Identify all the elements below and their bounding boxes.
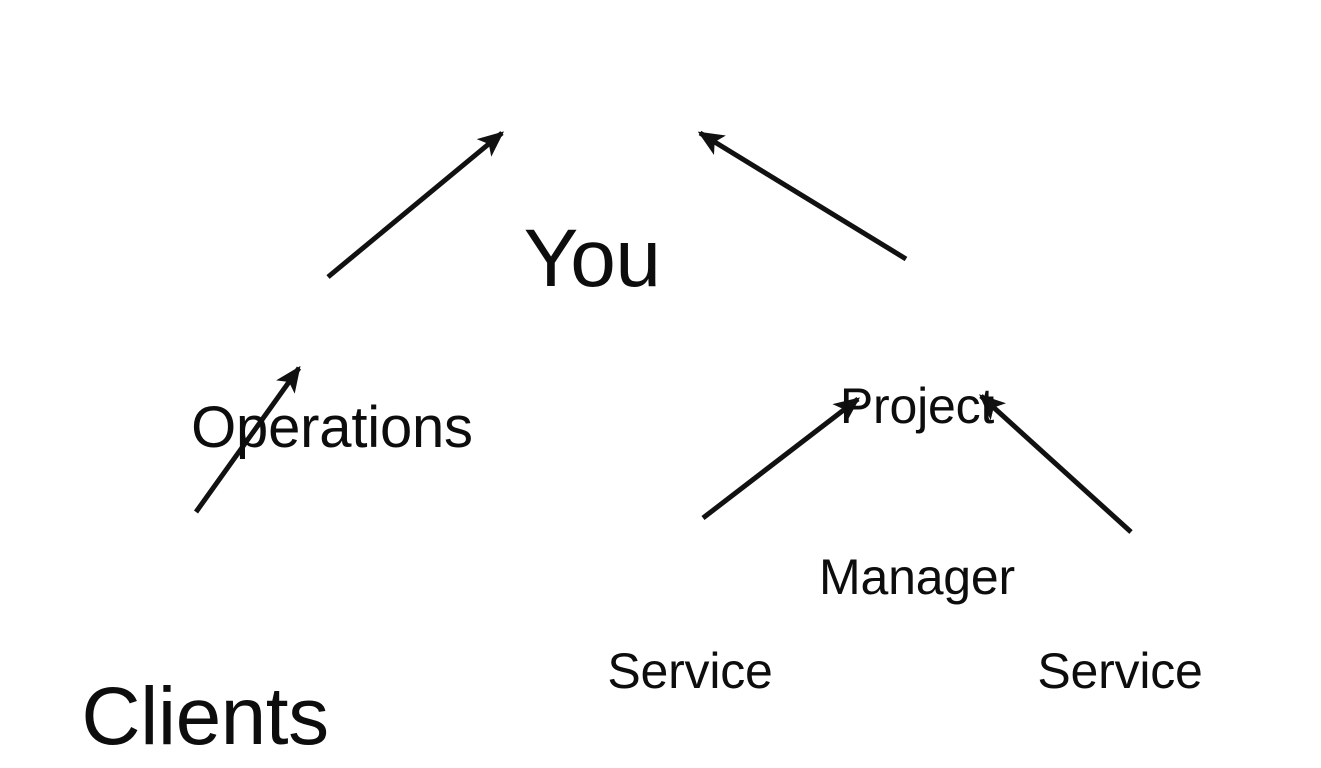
- node-you-label: You: [523, 213, 661, 304]
- node-clients[interactable]: Clients: [81, 512, 329, 768]
- node-you[interactable]: You: [524, 54, 661, 464]
- node-project-manager-label-line1: Project: [839, 378, 995, 434]
- edge-operations-to-you: [326, 131, 505, 279]
- node-operations[interactable]: Operations: [191, 283, 473, 573]
- node-service-specialist-1[interactable]: Service Specialist: [584, 529, 796, 768]
- node-project-manager-label-line2: Manager: [819, 549, 1015, 605]
- node-operations-label: Operations: [191, 395, 473, 460]
- edge-project-manager-to-you: [697, 130, 908, 262]
- node-project-manager[interactable]: Project Manager: [819, 264, 1015, 720]
- node-service-specialist-1-label-line1: Service: [607, 643, 773, 699]
- node-service-specialist-2-label-line1: Service: [1037, 643, 1203, 699]
- node-clients-label: Clients: [81, 671, 329, 762]
- node-service-specialist-2[interactable]: Service Specialist: [1014, 529, 1226, 768]
